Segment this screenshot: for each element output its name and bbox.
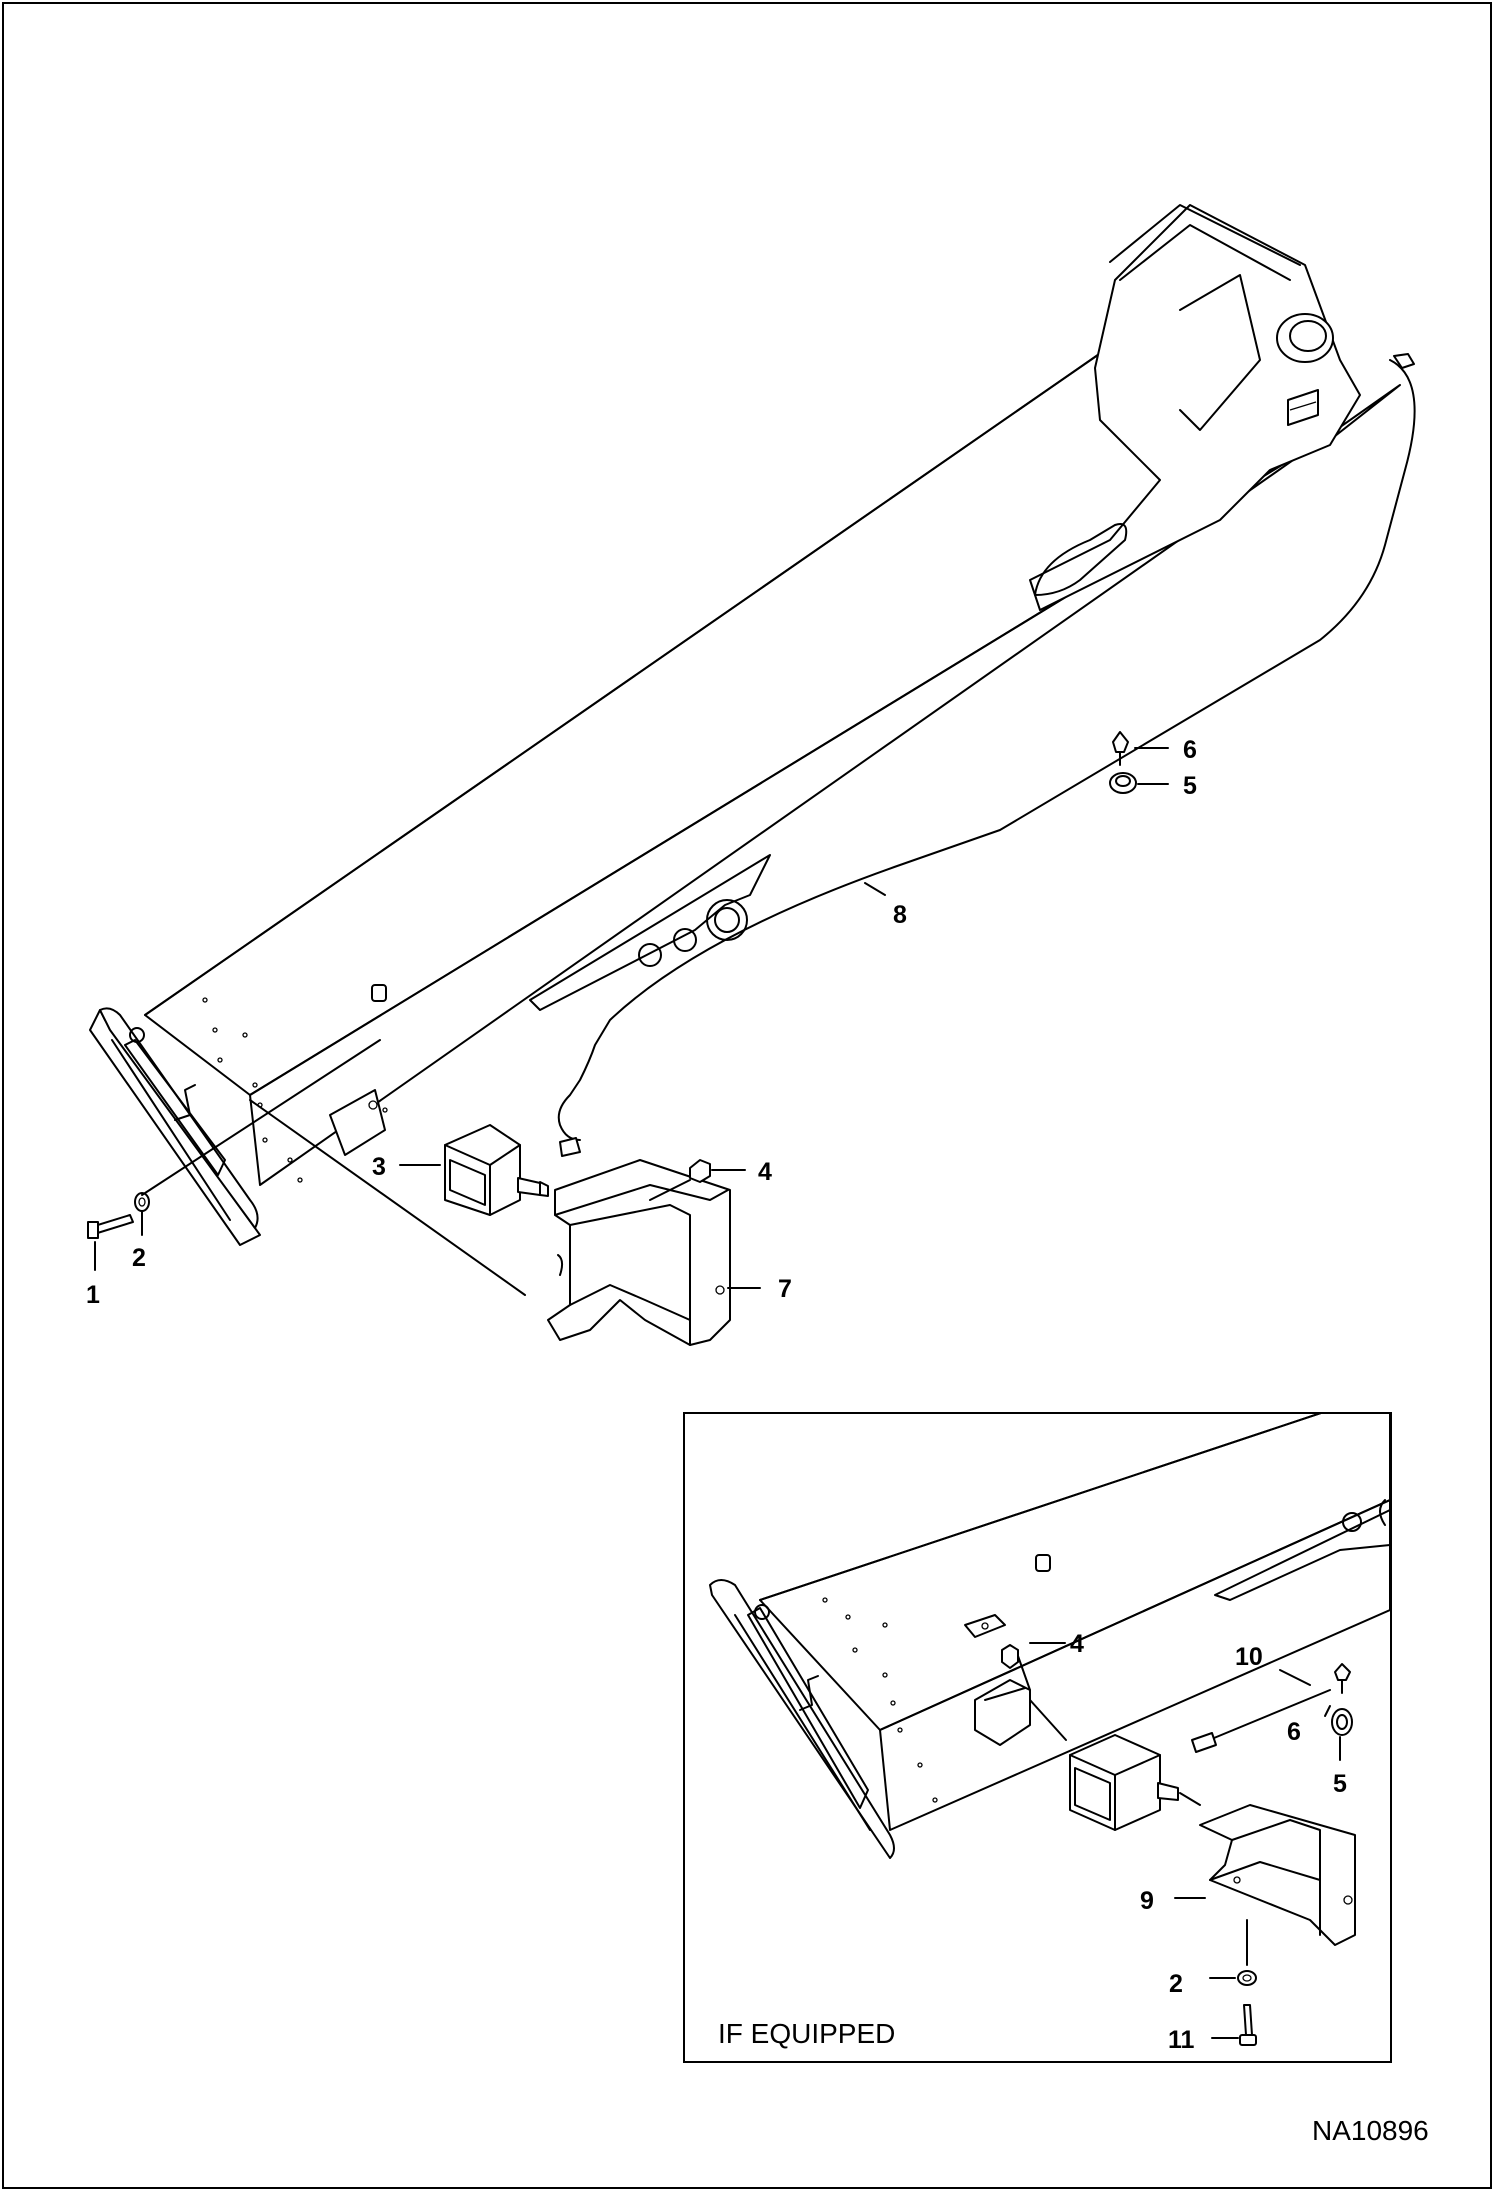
- bolt-and-washer: [87, 1192, 150, 1239]
- callout-3: 3: [372, 1153, 386, 1181]
- sensor-mount-plate: [329, 1089, 386, 1156]
- inset-callout-4: 4: [1070, 1630, 1084, 1658]
- callout-5: 5: [1183, 772, 1197, 800]
- inset-callout-2: 2: [1169, 1970, 1183, 1998]
- inset-caption: IF EQUIPPED: [718, 2018, 895, 2049]
- inset-callout-5: 5: [1333, 1770, 1347, 1798]
- inset-callout-10: 10: [1235, 1643, 1263, 1671]
- figure-id: NA10896: [1312, 2115, 1429, 2146]
- boom-arm: [144, 204, 1401, 1186]
- leader-lines: [94, 747, 1169, 1296]
- inset-detail: 2 4 5 6 9 10 11 IF EQUIPPED: [683, 1412, 1392, 2063]
- callout-6: 6: [1183, 736, 1197, 764]
- main-callouts: 1 2 3 4 5 6 7 8: [86, 736, 1197, 1309]
- inset-callout-6: 6: [1287, 1718, 1301, 1746]
- sensor-block: [444, 1124, 581, 1216]
- clip-and-screw: [1109, 731, 1137, 794]
- callout-1: 1: [86, 1281, 100, 1309]
- end-plate: [89, 1007, 261, 1246]
- inset-callouts: 2 4 5 6 9 10 11: [1070, 1630, 1347, 2054]
- inset-callout-9: 9: [1140, 1887, 1154, 1915]
- harness-wire: [557, 359, 1416, 1141]
- callout-7: 7: [778, 1275, 792, 1303]
- callout-8: 8: [893, 901, 907, 929]
- inset-callout-11: 11: [1168, 2026, 1195, 2054]
- callout-4: 4: [758, 1158, 772, 1186]
- guard-bracket: [547, 1159, 731, 1346]
- nut: [689, 1159, 711, 1183]
- callout-2: 2: [132, 1244, 146, 1272]
